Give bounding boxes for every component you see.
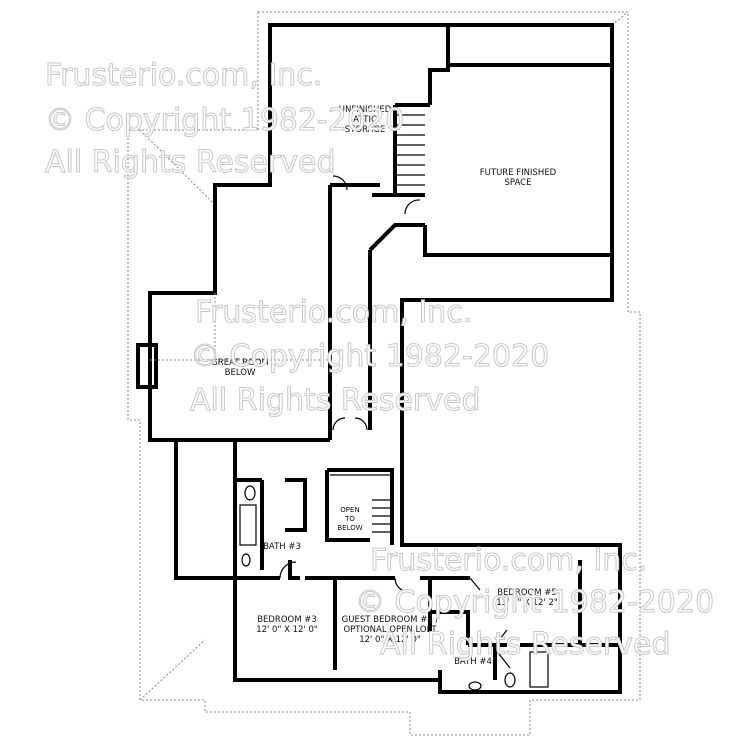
sink-4 [468, 681, 482, 691]
open-below-label-1: OPEN [340, 506, 359, 514]
svg-text:All Rights Reserved: All Rights Reserved [190, 383, 481, 418]
svg-text:© Copyright 1982-2020: © Copyright 1982-2020 [45, 103, 404, 138]
great-room-label-1: GREAT ROOM [211, 358, 269, 368]
svg-text:All Rights Reserved: All Rights Reserved [45, 145, 336, 180]
fireplace [136, 343, 158, 389]
attic-doors [332, 175, 421, 215]
main-stairs [330, 474, 392, 533]
svg-text:Frusterio.com, Inc.: Frusterio.com, Inc. [195, 295, 472, 330]
bedroom-walls [235, 560, 620, 680]
watermark-bottom-right: Frusterio.com, Inc. © Copyright 1982-202… [355, 543, 715, 663]
bathtub-4 [529, 651, 549, 688]
bath3-walls [233, 440, 394, 580]
sink-3 [241, 553, 251, 567]
attic-label-2: ATTIC [353, 115, 377, 125]
bath4-label: BATH #4 [454, 657, 492, 667]
open-below-label-3: BELOW [337, 524, 362, 532]
svg-text:Frusterio.com, Inc.: Frusterio.com, Inc. [45, 58, 322, 93]
attic-label-1: UNFINISHED [339, 105, 392, 115]
great-room-beams [150, 293, 330, 361]
future-label-1: FUTURE FINISHED [480, 168, 557, 178]
roof-hip-lines [139, 11, 629, 701]
guest4-note: OPTIONAL OPEN LOFT [343, 625, 437, 635]
bedroom3-size: 12' 0" X 12' 0" [256, 625, 318, 635]
svg-text:© Copyright 1982-2020: © Copyright 1982-2020 [190, 339, 549, 374]
watermark-center: Frusterio.com, Inc. © Copyright 1982-202… [190, 295, 550, 419]
attic-walls [268, 25, 612, 440]
guest4-size: 12' 0" X 12' 0" [359, 635, 421, 645]
bedroom5-name: BEDROOM #5 [497, 588, 557, 598]
bedroom-doors [279, 561, 511, 669]
double-door [332, 417, 368, 431]
great-room-label-2: BELOW [225, 368, 256, 378]
open-below-label-2: TO [344, 515, 355, 523]
roof-outline [127, 11, 641, 736]
toilet-3 [244, 485, 256, 501]
toilet-4 [504, 672, 516, 688]
svg-text:Frusterio.com, Inc.: Frusterio.com, Inc. [370, 543, 647, 578]
guest4-name: GUEST BEDROOM #4 / [342, 615, 439, 625]
bedroom3-name: BEDROOM #3 [257, 615, 317, 625]
great-room-wall [148, 293, 330, 442]
bathtub-3 [239, 504, 257, 546]
bath3-label: BATH #3 [263, 542, 301, 552]
attic-stairs [395, 114, 425, 186]
bedroom5-size: 13' 7" X 12' 2" [496, 598, 558, 608]
future-label-2: SPACE [505, 178, 532, 188]
svg-text:All Rights Reserved: All Rights Reserved [380, 627, 671, 662]
attic-label-3: STORAGE [345, 125, 385, 135]
svg-text:© Copyright 1982-2020: © Copyright 1982-2020 [355, 585, 714, 620]
watermark-top-left: Frusterio.com, Inc. © Copyright 1982-202… [45, 58, 405, 181]
